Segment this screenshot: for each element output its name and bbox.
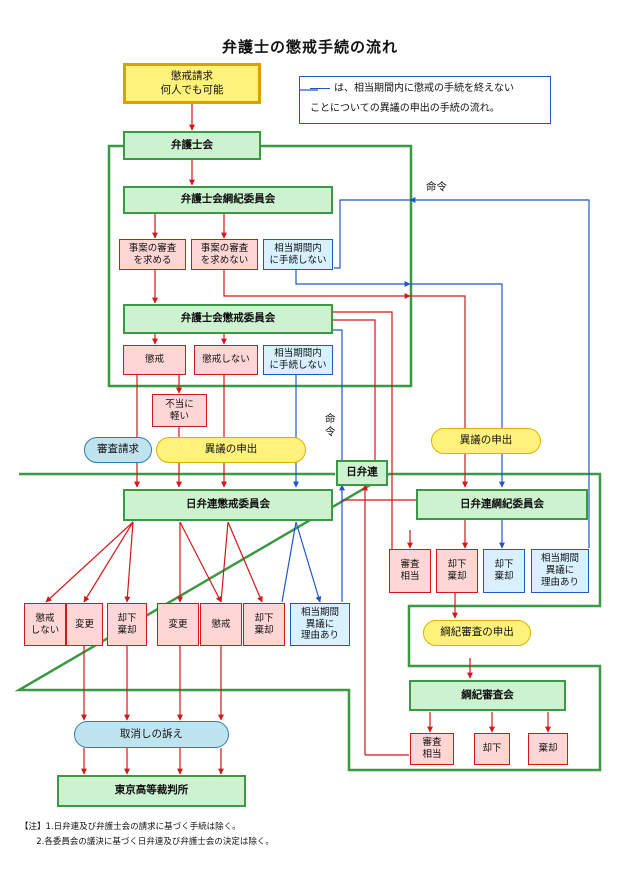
revocation-suit-pill: 取消しの訴え	[74, 721, 229, 748]
outcome-change-box-2: 変更	[157, 603, 199, 646]
jfba-delay-box: 相当期間 異議に 理由あり	[531, 549, 589, 593]
review-reject-box: 却下	[474, 733, 510, 765]
outcome-dismiss-box-2: 却下 棄却	[243, 603, 285, 646]
order-label-1: 命令	[426, 181, 447, 193]
review-dismiss-box: 棄却	[528, 733, 568, 765]
order-label-2: 命令	[325, 413, 336, 438]
note-2: 2.各委員会の議決に基づく日弁連及び弁護士会の決定は除く。	[20, 837, 274, 847]
outcome-no-discipline-box: 懲戒 しない	[24, 603, 66, 646]
outcome-discipline-box: 懲戒	[200, 603, 242, 646]
jfba-dismiss-blue-box: 却下 棄却	[483, 549, 525, 593]
bar-ethics-committee-box: 弁護士会懲戒委員会	[123, 304, 333, 334]
jfba-dismiss-box: 却下 棄却	[436, 549, 478, 593]
ethics-delay-box: 相当期間内 に手続しない	[263, 345, 333, 375]
review-refer-box: 審査 相当	[410, 733, 454, 765]
jfba-refer-box: 審査 相当	[389, 549, 431, 593]
jfba-ethics-committee-box: 日弁連懲戒委員会	[123, 489, 333, 521]
disciplinary-request-box: 懲戒請求 何人でも可能	[123, 63, 261, 104]
no-review-box: 事案の審査 を求めない	[191, 239, 258, 270]
tokyo-high-court-box: 東京高等裁判所	[57, 775, 246, 807]
bar-discipline-committee-box: 弁護士会綱紀委員会	[123, 186, 333, 214]
ethics-review-board-box: 綱紀審査会	[409, 680, 566, 711]
page-title: 弁護士の懲戒手続の流れ	[221, 38, 398, 56]
bar-association-box: 弁護士会	[123, 131, 261, 160]
legend-box: は、相当期間内に懲戒の手続を終えない ことについての異議の申出の手続の流れ。	[299, 76, 551, 124]
jfba-box: 日弁連	[336, 460, 388, 486]
review-request-pill: 審査請求	[84, 437, 152, 463]
legend-text-2: ことについての異議の申出の手続の流れ。	[310, 103, 500, 114]
jfba-frame	[14, 472, 602, 772]
request-review-box: 事案の審査 を求める	[119, 239, 186, 270]
note-1: 【注】1.日弁連及び弁護士会の請求に基づく手続は除く。	[20, 822, 241, 832]
outcome-change-box-1: 変更	[66, 603, 103, 646]
outcome-dismiss-box-1: 却下 棄却	[107, 603, 147, 646]
jfba-discipline-committee-box: 日弁連綱紀委員会	[416, 489, 588, 520]
discipline-box: 懲戒	[123, 345, 186, 375]
no-discipline-box: 懲戒しない	[194, 345, 258, 375]
legend-text-1: は、相当期間内に懲戒の手続を終えない	[334, 83, 514, 94]
discipline-delay-box: 相当期間内 に手続しない	[263, 239, 333, 270]
notes: 【注】1.日弁連及び弁護士会の請求に基づく手続は除く。 2.各委員会の議決に基づ…	[20, 820, 274, 850]
too-light-box: 不当に 軽い	[152, 394, 207, 427]
objection-pill-2: 異議の申出	[431, 428, 541, 454]
ethics-review-request-pill: 綱紀審査の申出	[423, 620, 531, 646]
outcome-delay-box: 相当期間 異議に 理由あり	[290, 603, 350, 646]
legend-blue-line	[310, 87, 330, 89]
objection-pill-1: 異議の申出	[156, 437, 306, 463]
